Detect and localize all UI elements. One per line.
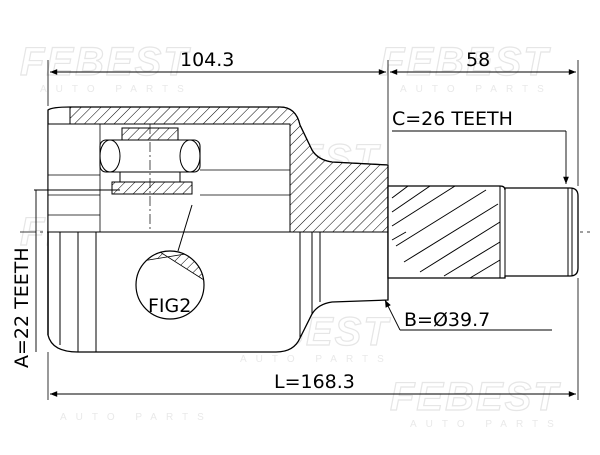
- dim-inner-length: 104.3: [47, 49, 389, 164]
- dim-total-length: L=168.3: [47, 278, 579, 400]
- fig2-label: FIG2: [148, 295, 191, 317]
- watermark-tagline: AUTO PARTS: [410, 419, 563, 430]
- dim-inner-teeth: A=22 TEETH: [11, 189, 120, 368]
- outer-length-value: 58: [466, 49, 490, 71]
- spider-splines: [111, 181, 193, 195]
- roller-end: [99, 139, 121, 173]
- dim-seal-diameter: B=Ø39.7: [384, 299, 552, 331]
- watermark-brand: FEBEST: [380, 40, 551, 84]
- watermark-brand: FEBEST: [20, 40, 191, 84]
- seal-diameter-label: B=Ø39.7: [404, 309, 490, 331]
- shaft-splines: [391, 185, 501, 279]
- inner-length-value: 104.3: [180, 49, 234, 71]
- roller-end: [179, 139, 201, 173]
- tripod-spider: [99, 124, 201, 232]
- callout-leader: [177, 204, 193, 252]
- watermark-tagline: AUTO PARTS: [60, 412, 213, 423]
- total-length-value: L=168.3: [274, 371, 355, 393]
- inner-teeth-label: A=22 TEETH: [11, 247, 33, 368]
- shaft-outline: [387, 185, 579, 279]
- watermark-brand: FEBEST: [390, 375, 561, 419]
- outer-teeth-label: C=26 TEETH: [392, 108, 513, 130]
- watermark-tagline: AUTO PARTS: [400, 84, 553, 95]
- watermark-tagline: AUTO PARTS: [240, 354, 393, 365]
- dim-outer-teeth: C=26 TEETH: [392, 108, 569, 184]
- watermark-tagline: AUTO PARTS: [40, 84, 193, 95]
- leader-line: [384, 299, 401, 331]
- stub-shaft: [387, 185, 579, 279]
- dim-outer-length: 58: [390, 49, 579, 186]
